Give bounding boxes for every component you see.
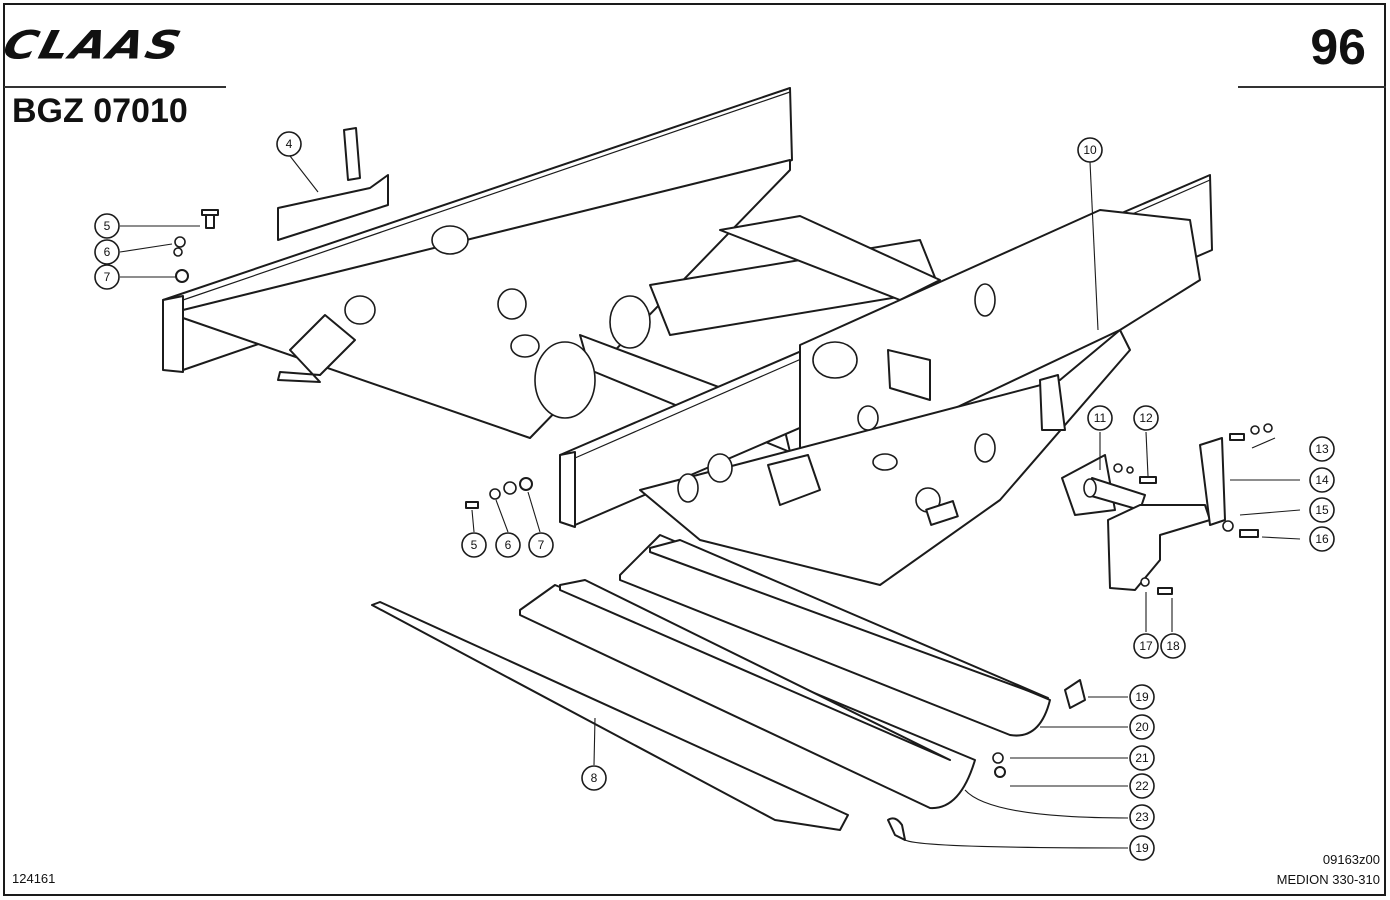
callout-4: 4 xyxy=(276,131,302,157)
callout-10: 10 xyxy=(1077,137,1103,163)
callout-11: 11 xyxy=(1087,405,1113,431)
callout-17: 17 xyxy=(1133,633,1159,659)
callout-19: 19 xyxy=(1129,684,1155,710)
svg-text:19: 19 xyxy=(1135,690,1149,704)
svg-text:19: 19 xyxy=(1135,841,1149,855)
svg-text:13: 13 xyxy=(1315,442,1329,456)
svg-text:7: 7 xyxy=(538,538,545,552)
footer-code-left: 124161 xyxy=(12,871,56,886)
svg-text:6: 6 xyxy=(104,245,111,259)
bearing-assembly xyxy=(1061,423,1273,595)
page-number: 96 xyxy=(1310,19,1366,75)
callout-22: 22 xyxy=(1129,773,1155,799)
fasteners-left xyxy=(173,209,533,509)
svg-text:5: 5 xyxy=(104,219,111,233)
callout-15: 15 xyxy=(1309,497,1335,523)
callout-23: 23 xyxy=(1129,804,1155,830)
callout-6: 6 xyxy=(94,239,120,265)
svg-text:10: 10 xyxy=(1083,143,1097,157)
svg-text:18: 18 xyxy=(1166,639,1180,653)
document-id: BGZ 07010 xyxy=(12,92,188,130)
svg-text:7: 7 xyxy=(104,270,111,284)
right-main-frame xyxy=(559,174,1213,586)
callout-21: 21 xyxy=(1129,745,1155,771)
callout-18: 18 xyxy=(1160,633,1186,659)
callout-7: 7 xyxy=(94,264,120,290)
svg-text:21: 21 xyxy=(1135,751,1149,765)
svg-text:17: 17 xyxy=(1139,639,1153,653)
footer-right: 09163z00 MEDION 330-310 xyxy=(1277,850,1380,890)
trough-parts xyxy=(371,534,1086,841)
header-rule-right xyxy=(1238,86,1386,88)
svg-text:16: 16 xyxy=(1315,532,1329,546)
callout-5: 5 xyxy=(94,213,120,239)
svg-text:5: 5 xyxy=(471,538,478,552)
leader-lines xyxy=(119,155,1301,849)
svg-text:23: 23 xyxy=(1135,810,1149,824)
svg-text:6: 6 xyxy=(505,538,512,552)
svg-text:22: 22 xyxy=(1135,779,1149,793)
callout-14: 14 xyxy=(1309,467,1335,493)
svg-text:8: 8 xyxy=(591,771,598,785)
callout-13: 13 xyxy=(1309,436,1335,462)
callout-8: 8 xyxy=(581,765,607,791)
callout-12: 12 xyxy=(1133,405,1159,431)
callout-20: 20 xyxy=(1129,714,1155,740)
header-rule-left xyxy=(4,86,226,88)
svg-text:14: 14 xyxy=(1315,473,1329,487)
callout-5-lower: 5 xyxy=(461,532,487,558)
plate-part-4 xyxy=(277,127,389,241)
model-name: MEDION 330-310 xyxy=(1276,872,1380,887)
callout-16: 16 xyxy=(1309,526,1335,552)
callout-6-lower: 6 xyxy=(495,532,521,558)
drawing-code: 09163z00 xyxy=(1322,852,1380,867)
svg-text:4: 4 xyxy=(286,137,293,151)
callouts: 4 5 6 7 5 6 7 8 10 11 12 13 14 15 16 17 … xyxy=(94,131,1335,861)
callout-19-lower: 19 xyxy=(1129,835,1155,861)
page-frame xyxy=(3,3,1386,896)
svg-text:15: 15 xyxy=(1315,503,1329,517)
callout-7-lower: 7 xyxy=(528,532,554,558)
svg-text:11: 11 xyxy=(1094,411,1107,425)
svg-text:12: 12 xyxy=(1139,411,1153,425)
svg-text:20: 20 xyxy=(1135,720,1149,734)
left-side-panel xyxy=(162,87,793,439)
